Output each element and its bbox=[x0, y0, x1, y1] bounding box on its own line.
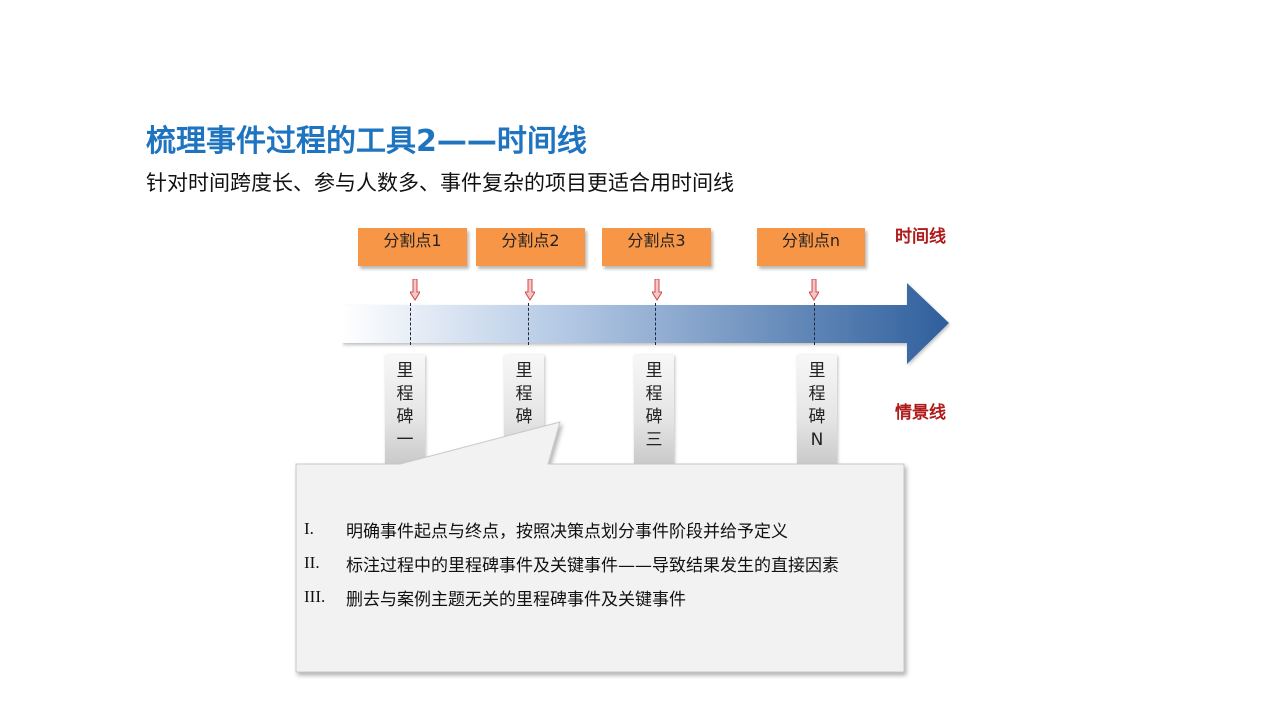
milestone-3: 里程碑三 bbox=[634, 355, 674, 465]
milestone-1: 里程碑一 bbox=[385, 355, 425, 465]
timeline-tick bbox=[814, 303, 815, 345]
milestone-label: 里程碑三 bbox=[645, 361, 663, 450]
right-arrow-icon bbox=[342, 283, 949, 364]
timeline-tick bbox=[410, 303, 411, 345]
milestone-label: 里程碑 bbox=[515, 361, 533, 427]
note-text: 标注过程中的里程碑事件及关键事件——导致结果发生的直接因素 bbox=[346, 555, 839, 576]
timeline-arrow bbox=[342, 283, 949, 364]
timeline-tick bbox=[528, 303, 529, 345]
split-point-3: 分割点3 bbox=[602, 228, 711, 266]
list-item: II. 标注过程中的里程碑事件及关键事件——导致结果发生的直接因素 bbox=[304, 546, 839, 580]
list-item: III. 删去与案例主题无关的里程碑事件及关键事件 bbox=[304, 580, 839, 614]
split-point-n: 分割点n bbox=[757, 228, 865, 266]
scenario-label: 情景线 bbox=[895, 403, 946, 423]
down-arrow-icon bbox=[525, 279, 535, 301]
down-arrow-icon bbox=[410, 279, 420, 301]
list-item: I. 明确事件起点与终点，按照决策点划分事件阶段并给予定义 bbox=[304, 512, 839, 546]
down-arrow-icon bbox=[652, 279, 662, 301]
notes-list: I. 明确事件起点与终点，按照决策点划分事件阶段并给予定义 II. 标注过程中的… bbox=[304, 512, 839, 614]
milestone-label: 里程碑一 bbox=[396, 361, 414, 450]
timeline-tick bbox=[655, 303, 656, 345]
split-point-1: 分割点1 bbox=[358, 228, 467, 266]
page-subtitle: 针对时间跨度长、参与人数多、事件复杂的项目更适合用时间线 bbox=[146, 171, 734, 195]
note-text: 删去与案例主题无关的里程碑事件及关键事件 bbox=[346, 589, 686, 610]
note-number: I. bbox=[304, 519, 314, 538]
down-arrow-icon bbox=[809, 279, 819, 301]
milestone-label: 里程碑N bbox=[808, 361, 826, 450]
timeline-label: 时间线 bbox=[895, 227, 946, 247]
callout-box bbox=[295, 421, 905, 673]
note-number: II. bbox=[304, 553, 320, 572]
page-title: 梳理事件过程的工具2——时间线 bbox=[146, 124, 587, 159]
note-text: 明确事件起点与终点，按照决策点划分事件阶段并给予定义 bbox=[346, 521, 788, 542]
milestone-n: 里程碑N bbox=[797, 355, 837, 465]
note-number: III. bbox=[304, 587, 326, 606]
split-point-2: 分割点2 bbox=[476, 228, 585, 266]
